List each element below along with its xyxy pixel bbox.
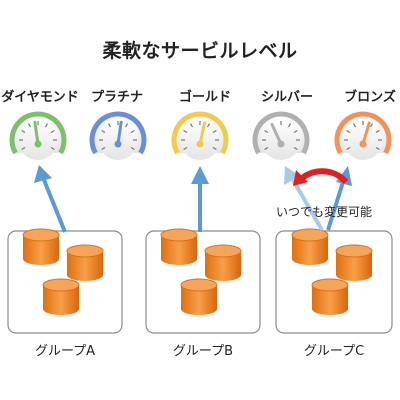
group-box-b: [145, 230, 261, 334]
storage-icon: [22, 228, 60, 265]
storage-icon: [204, 244, 242, 281]
group-label-b: グループB: [172, 344, 234, 359]
diagram-title: 柔軟なサービルレベル: [102, 40, 298, 62]
gauge-icon: [252, 111, 310, 160]
storage-icon: [180, 278, 218, 315]
storage-icon: [311, 278, 349, 315]
gauge-icon: [171, 111, 229, 160]
storage-icon: [42, 278, 80, 315]
level-label-gold: ゴールド: [178, 90, 231, 105]
group-label-c: グループC: [303, 344, 365, 359]
storage-icon: [291, 228, 329, 265]
change-note: いつでも変更可能: [276, 205, 373, 219]
storage-icon: [160, 228, 198, 265]
storage-icon: [335, 244, 373, 281]
arrow-group-b-to-gold: [191, 166, 209, 232]
storage-icon: [66, 244, 104, 281]
gauge-icon: [334, 111, 392, 160]
level-label-platinum: プラチナ: [90, 90, 143, 105]
switch-arrow-icon: [293, 168, 349, 186]
gauge-icon: [9, 111, 67, 160]
group-label-a: グループA: [34, 344, 96, 359]
level-label-bronze: ブロンズ: [344, 90, 396, 105]
arrow-group-c-to-silver: [284, 166, 324, 232]
group-box-c: [275, 230, 393, 334]
level-label-silver: シルバー: [260, 90, 313, 105]
arrow-group-a-to-diamond: [34, 165, 67, 233]
gauge-icon: [89, 111, 147, 160]
level-label-diamond: ダイヤモンド: [1, 90, 79, 105]
